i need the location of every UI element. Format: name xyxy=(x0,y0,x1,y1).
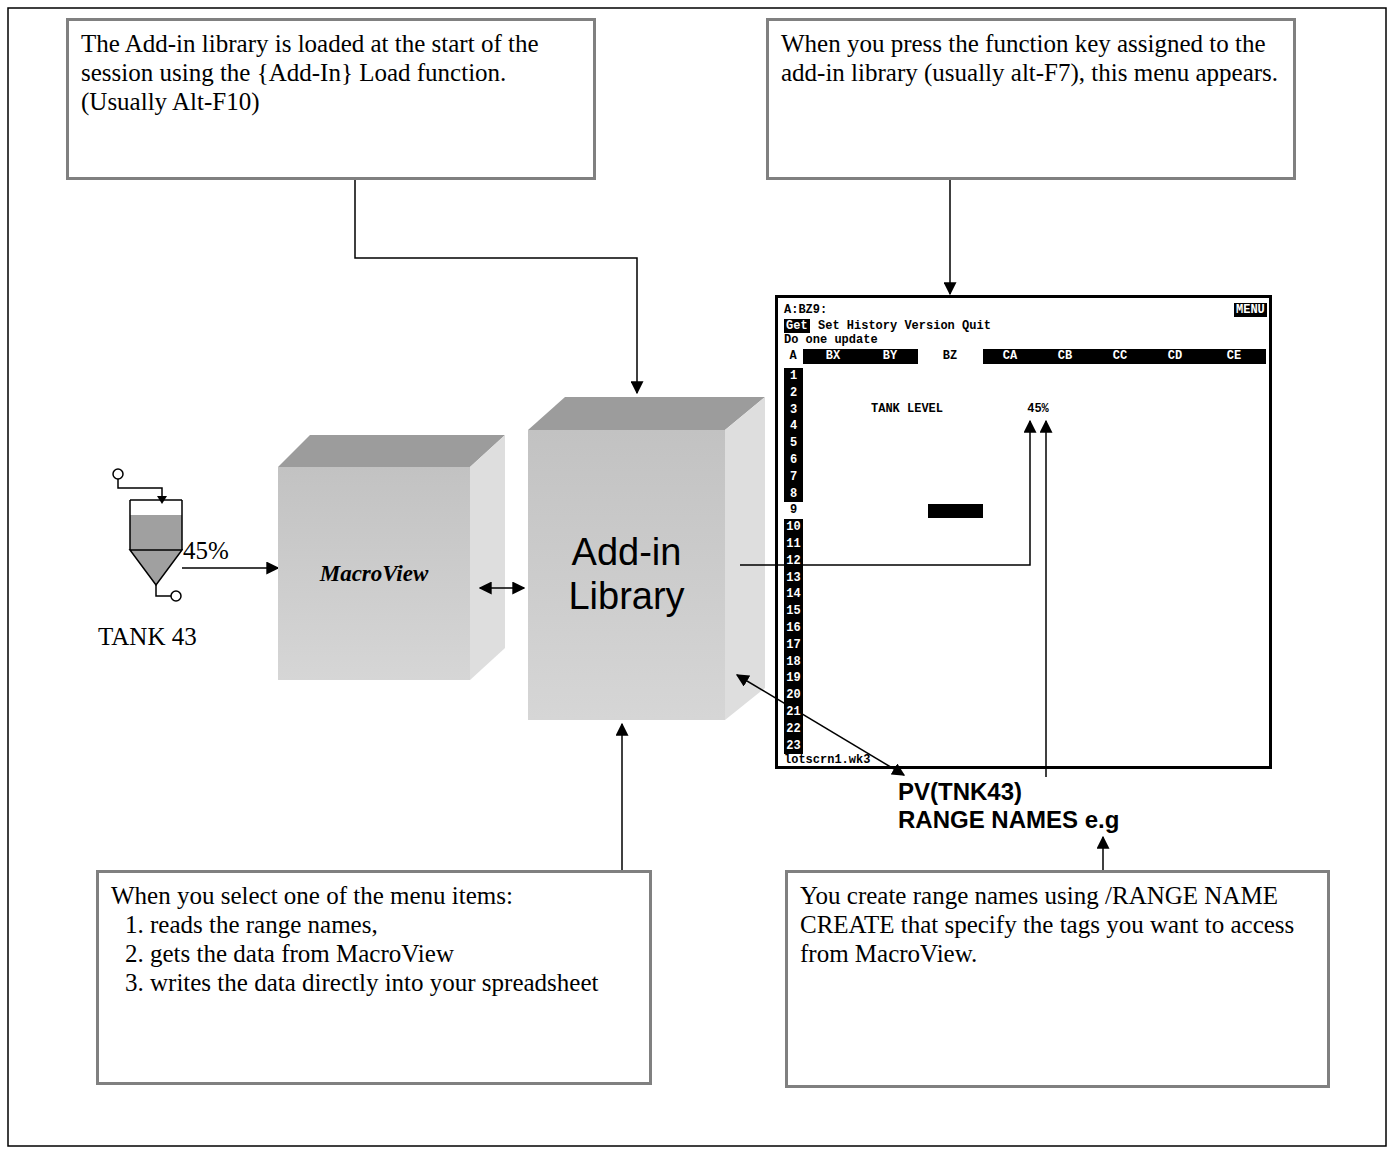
connector-arrow xyxy=(182,567,278,569)
callout-box: When you select one of the menu items:1.… xyxy=(96,870,652,1085)
node-text: When you select one of the menu items: xyxy=(111,881,637,910)
inlet-valve xyxy=(113,469,123,479)
edge-label: 45% xyxy=(183,537,229,565)
outer-frame xyxy=(8,8,1386,1146)
connector-arrow xyxy=(355,180,637,393)
node-text: RANGE NAMES e.g xyxy=(898,806,1119,834)
screen-text: 18 xyxy=(786,655,800,669)
node-text: You create range names using /RANGE NAME… xyxy=(800,881,1315,968)
screen-text: 19 xyxy=(786,671,800,685)
spreadsheet-cell: 45% xyxy=(1018,400,1058,418)
connector-arrow xyxy=(1045,421,1047,777)
screen-text: BY xyxy=(883,349,897,363)
screen-text: TANK LEVEL xyxy=(871,402,943,416)
screen-text: CD xyxy=(1168,349,1182,363)
connector-arrow xyxy=(949,180,951,294)
screen-text: CC xyxy=(1113,349,1127,363)
screen-text: 8 xyxy=(790,487,797,501)
tank-wall xyxy=(130,500,182,550)
column-header-bar xyxy=(803,349,918,364)
callout-box: The Add-in library is loaded at the star… xyxy=(66,18,596,180)
screen-text: Get xyxy=(784,319,810,333)
screen-text: 21 xyxy=(786,705,800,719)
screen-text: A xyxy=(789,349,796,363)
screen-text: BX xyxy=(826,349,840,363)
box-top-face xyxy=(528,397,765,430)
node-text: TANK 43 xyxy=(98,623,197,651)
screen-text: BZ xyxy=(943,349,957,363)
screen-text: 3 xyxy=(790,403,797,417)
screen-text: 11 xyxy=(786,537,800,551)
screen-text: CA xyxy=(1003,349,1017,363)
row-number-bar xyxy=(784,368,803,754)
column-header-bar xyxy=(983,349,1266,364)
screen-text: 2 xyxy=(790,386,797,400)
screen-text: A:BZ9: xyxy=(784,303,827,317)
screen-text: 13 xyxy=(786,571,800,585)
node-text: PV(TNK43) xyxy=(898,778,1119,806)
screen-text: 5 xyxy=(790,436,797,450)
screen-text: Set History Version Quit xyxy=(818,319,991,333)
connector-arrow xyxy=(1102,837,1104,870)
screen-text: 17 xyxy=(786,638,800,652)
screen-ground xyxy=(778,298,1269,766)
inlet-pipe xyxy=(118,479,162,497)
screen-text: 1 xyxy=(790,369,797,383)
range-name-note: PV(TNK43)RANGE NAMES e.g xyxy=(898,778,1119,834)
node-text: 3. writes the data directly into your sp… xyxy=(111,968,637,997)
callout-box: You create range names using /RANGE NAME… xyxy=(785,870,1330,1088)
screen-text: Do one update xyxy=(784,333,878,347)
box-side-face xyxy=(725,397,765,720)
box-top-face xyxy=(278,435,505,467)
screen-text: MENU xyxy=(1234,303,1267,317)
cell-cursor xyxy=(928,504,983,518)
outlet-valve xyxy=(171,591,181,601)
box-side-face xyxy=(470,435,505,680)
screen-text: 4 xyxy=(790,419,797,433)
tank-node: TANK 43 xyxy=(98,455,197,651)
process-box: Add-in Library xyxy=(528,430,725,720)
node-text: 2. gets the data from MacroView xyxy=(111,939,637,968)
node-text: When you press the function key assigned… xyxy=(781,29,1281,87)
screen-text: 7 xyxy=(790,470,797,484)
screen-text: 10 xyxy=(786,520,800,534)
screen-text: 22 xyxy=(786,722,800,736)
node-text: Add-in Library xyxy=(536,531,717,618)
outlet-pipe xyxy=(156,585,171,596)
connector-arrow xyxy=(480,587,524,589)
current-row-cell xyxy=(784,502,803,519)
screen-shot: A:BZ9: MENU Get Set History Version QuitDo … xyxy=(775,295,1272,769)
screen-text: 23 xyxy=(786,739,800,753)
screen-text: 20 xyxy=(786,688,800,702)
screen-text: 6 xyxy=(790,453,797,467)
connector-arrow xyxy=(621,724,623,870)
screen-text: lotscrn1.wk3 xyxy=(784,753,870,767)
screen-text: 16 xyxy=(786,621,800,635)
tank-fill xyxy=(130,515,182,550)
node-text: 1. reads the range names, xyxy=(111,910,637,939)
screen-text: CB xyxy=(1058,349,1072,363)
node-text: MacroView xyxy=(320,561,429,587)
node-text: The Add-in library is loaded at the star… xyxy=(81,29,581,116)
screen-text: 15 xyxy=(786,604,800,618)
process-box: MacroView xyxy=(278,467,470,680)
tank-cone xyxy=(130,550,182,585)
screen-text: 14 xyxy=(786,587,800,601)
connector-arrow xyxy=(737,675,904,775)
screen-text: 12 xyxy=(786,554,800,568)
connector-arrow xyxy=(740,421,1030,565)
callout-box: When you press the function key assigned… xyxy=(766,18,1296,180)
screen-text: 9 xyxy=(790,503,797,517)
screen-text: CE xyxy=(1227,349,1241,363)
node-text: 45% xyxy=(1027,402,1049,416)
